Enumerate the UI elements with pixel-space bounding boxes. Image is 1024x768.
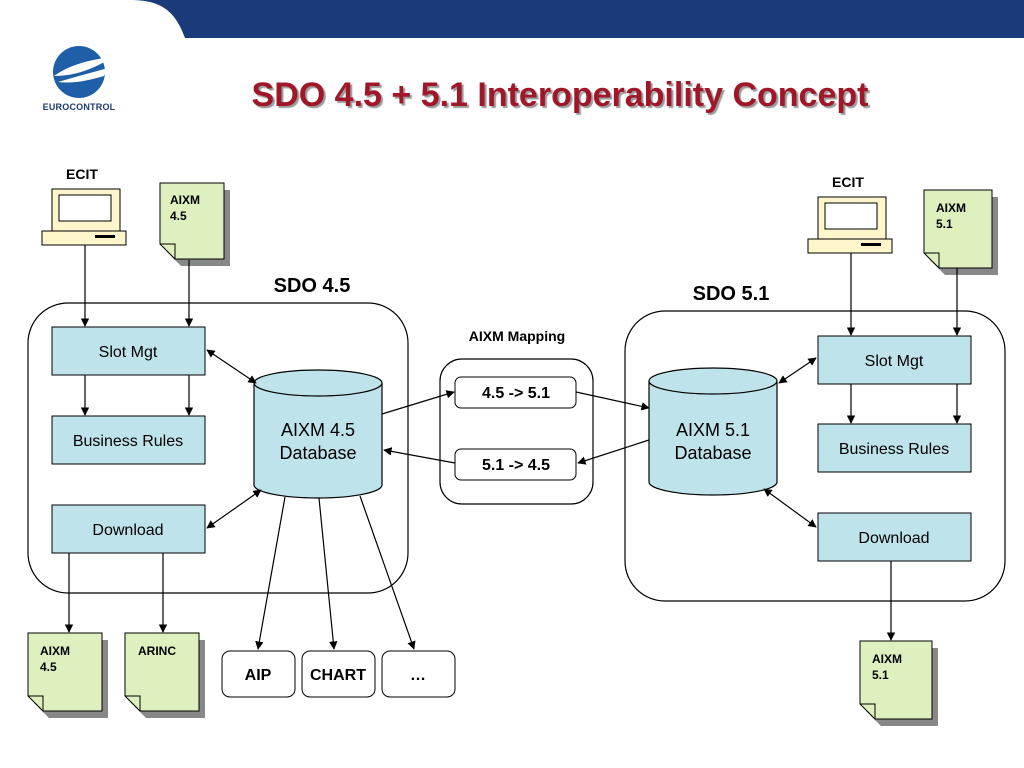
- top-banner: [0, 0, 1024, 38]
- more-products: …: [381, 650, 456, 698]
- logo-text: EUROCONTROL: [42, 102, 116, 112]
- svg-text:AIP: AIP: [245, 667, 272, 684]
- sdo45-label: SDO 4.5: [274, 275, 351, 297]
- ecit-label-left: ECIT: [66, 166, 98, 182]
- sdo51-label: SDO 5.1: [693, 283, 770, 305]
- slot-mgt-box-right: Slot Mgt: [817, 335, 972, 385]
- aixm45-output-doc: AIXM 4.5: [27, 632, 108, 718]
- aip-product: AIP: [221, 650, 296, 698]
- svg-text:AIXM: AIXM: [872, 652, 902, 666]
- aixm51-output-doc: AIXM 5.1: [859, 640, 938, 726]
- svg-text:CHART: CHART: [310, 667, 366, 684]
- svg-text:Download: Download: [92, 522, 163, 539]
- download-box-right: Download: [817, 512, 972, 562]
- svg-text:Database: Database: [279, 443, 356, 463]
- svg-text:AIXM: AIXM: [170, 193, 200, 207]
- aixm51-database: AIXM 5.1 Database: [648, 367, 778, 496]
- sdo45-container: [27, 302, 409, 594]
- svg-text:4.5 -> 5.1: 4.5 -> 5.1: [482, 385, 550, 402]
- connectors: [64, 245, 962, 650]
- svg-text:Slot Mgt: Slot Mgt: [99, 344, 158, 361]
- aixm45-input-doc: AIXM 4.5: [159, 182, 230, 266]
- page-title: SDO 4.5 + 5.1 Interoperability Concept: [251, 76, 869, 114]
- svg-text:Business Rules: Business Rules: [73, 433, 183, 450]
- chart-product: CHART: [301, 650, 376, 698]
- svg-text:4.5: 4.5: [40, 660, 57, 674]
- eurocontrol-logo: EUROCONTROL: [34, 42, 124, 122]
- svg-text:4.5: 4.5: [170, 209, 187, 223]
- svg-text:5.1: 5.1: [936, 217, 953, 231]
- svg-text:…: …: [410, 667, 426, 684]
- svg-text:Download: Download: [858, 530, 929, 547]
- svg-text:Slot Mgt: Slot Mgt: [865, 353, 924, 370]
- download-box-left: Download: [51, 504, 206, 554]
- svg-text:AIXM 4.5: AIXM 4.5: [281, 420, 355, 440]
- arinc-output-doc: ARINC: [124, 632, 205, 718]
- svg-text:Database: Database: [674, 443, 751, 463]
- business-rules-box-right: Business Rules: [817, 423, 972, 473]
- svg-text:AIXM: AIXM: [40, 644, 70, 658]
- svg-text:ARINC: ARINC: [138, 644, 176, 658]
- svg-text:5.1: 5.1: [872, 668, 889, 682]
- computer-icon-right: [807, 196, 893, 254]
- svg-text:AIXM 5.1: AIXM 5.1: [676, 420, 750, 440]
- svg-text:5.1 -> 4.5: 5.1 -> 4.5: [482, 457, 550, 474]
- ecit-label-right: ECIT: [832, 174, 864, 190]
- svg-text:AIXM: AIXM: [936, 201, 966, 215]
- svg-text:Business Rules: Business Rules: [839, 441, 949, 458]
- mapping-label: AIXM Mapping: [469, 328, 565, 344]
- slot-mgt-box-left: Slot Mgt: [51, 326, 206, 376]
- computer-icon-left: [41, 188, 127, 246]
- sdo51-container: [624, 310, 1006, 602]
- aixm45-database: AIXM 4.5 Database: [253, 369, 383, 499]
- mapping-forward-box: 4.5 -> 5.1: [454, 376, 577, 409]
- aixm51-input-doc: AIXM 5.1: [923, 189, 998, 275]
- business-rules-box-left: Business Rules: [51, 415, 206, 465]
- mapping-backward-box: 5.1 -> 4.5: [454, 448, 577, 481]
- mapping-container: [439, 358, 594, 505]
